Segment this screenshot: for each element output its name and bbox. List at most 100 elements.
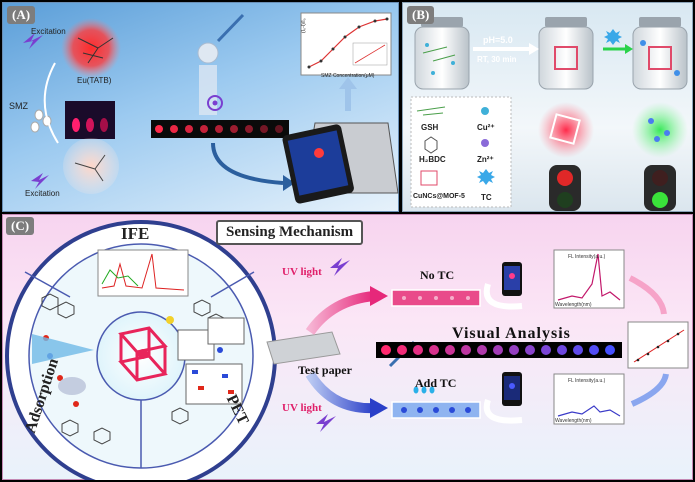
spectrum-x-label: Wavelength(nm): [555, 418, 592, 424]
lightning-icon: [31, 173, 49, 189]
flow-arrow: [211, 142, 284, 185]
excitation-label: Excitation: [25, 189, 60, 198]
visual-dot: [461, 345, 471, 355]
zn-ion-icon: [481, 139, 489, 147]
calibration-plot: [300, 12, 392, 76]
visual-analysis-label: Visual Analysis: [452, 325, 571, 342]
fluorescence-dot: [275, 125, 283, 133]
panel-b: (B) pH=5.0 RT, 30 min GSH Cu²⁺ H₂BDC Zn²…: [402, 2, 693, 212]
spectrum-add-tc: [553, 373, 625, 425]
plot-y-label: (I₀-I)/I₀: [301, 18, 307, 33]
legend-box: [410, 96, 512, 208]
panel-a: (A) Excitation Eu(TATB) SMZ Excitation S…: [2, 2, 399, 212]
tc-icon: [604, 29, 622, 45]
flow-arrow: [630, 373, 669, 407]
smartphone-icon: [502, 262, 522, 296]
visual-dot: [557, 345, 567, 355]
spectrum-no-tc: [553, 249, 625, 309]
flow-arrow: [483, 399, 523, 424]
visual-dot: [589, 345, 599, 355]
spectrum-y-label: FL Intensity(a.u.): [568, 378, 606, 384]
visual-dot: [397, 345, 407, 355]
pet-diagram: [185, 363, 243, 405]
fluorescence-dot: [170, 125, 178, 133]
light-beam: [199, 65, 217, 115]
droplet-icon: [30, 109, 52, 133]
reaction-bottle: [538, 17, 594, 90]
legend-h2bdc: H₂BDC: [419, 155, 446, 164]
lightning-icon: [330, 258, 350, 276]
mof-cube-icon: [118, 326, 168, 382]
visual-dot: [413, 345, 423, 355]
panel-c-graphics: [5, 220, 689, 480]
light-point-icon: [166, 316, 174, 324]
visual-dot: [573, 345, 583, 355]
plot-x-label: SMZ Concentration(μM): [321, 73, 375, 79]
mof-icon: [420, 170, 438, 186]
lightning-icon: [23, 33, 43, 49]
quenched-probe: [63, 138, 119, 194]
panel-a-graphics: [23, 12, 399, 204]
uv-label-bottom: UV light: [282, 402, 322, 414]
fluorescence-dot: [155, 125, 163, 133]
cu-ion-icon: [481, 107, 489, 115]
panel-tag: (A): [7, 6, 36, 24]
panel-title: Sensing Mechanism: [216, 220, 364, 245]
pipette-icon: [216, 13, 245, 43]
pet-diagram: [207, 317, 245, 345]
flow-arrow: [43, 62, 59, 144]
spectrum-y-label: FL Intensity(a.u.): [568, 254, 606, 260]
flow-arrow: [628, 275, 667, 315]
traffic-light-icon: [549, 165, 581, 211]
droplet-icon: [413, 386, 435, 394]
test-paper: [266, 331, 341, 365]
sample-drop: [197, 42, 219, 64]
probe-glow: [61, 18, 121, 78]
analyte-label: SMZ: [9, 101, 28, 111]
fluorescence-dot: [260, 125, 268, 133]
visual-dot: [493, 345, 503, 355]
visual-dot: [509, 345, 519, 355]
fluorescence-dot: [230, 125, 238, 133]
calibration-plot: [627, 321, 689, 369]
visual-dot: [445, 345, 455, 355]
fluorescence-dot: [200, 125, 208, 133]
visual-dot: [429, 345, 439, 355]
ring-label-ife: IFE: [121, 224, 150, 243]
flow-arrow: [483, 283, 523, 310]
reaction-bottle: [632, 17, 688, 90]
visual-dot: [477, 345, 487, 355]
probe-label: Eu(TATB): [77, 76, 112, 85]
flow-arrow: [305, 291, 375, 335]
fluorescence-dot: [215, 125, 223, 133]
visual-dot: [541, 345, 551, 355]
legend-gsh: GSH: [421, 123, 439, 132]
panel-b-graphics: [410, 17, 688, 211]
condition-ph: pH=5.0: [483, 35, 513, 45]
gsh-molecule-icon: [416, 106, 446, 116]
excitation-label: Excitation: [31, 27, 66, 36]
smartphone-icon: [502, 372, 522, 406]
condition-time: RT, 30 min: [477, 55, 517, 64]
traffic-light-icon: [644, 165, 676, 211]
spectrum-x-label: Wavelength(nm): [555, 302, 592, 308]
add-tc-label: Add TC: [415, 376, 457, 390]
h2bdc-molecule-icon: [424, 136, 438, 154]
panel-tag: (C): [6, 217, 35, 235]
fluorescence-dot: [185, 125, 193, 133]
uv-label-top: UV light: [282, 266, 322, 278]
fluorescence-dot: [245, 125, 253, 133]
legend-cu: Cu²⁺: [477, 123, 495, 132]
adsorption-icon: [32, 334, 94, 395]
quenched-molecule-icon: [74, 154, 106, 182]
test-paper-label: Test paper: [298, 363, 352, 377]
legend-zn: Zn²⁺: [477, 155, 494, 164]
no-tc-label: No TC: [420, 268, 455, 282]
visual-dot: [381, 345, 391, 355]
panel-tag: (B): [407, 6, 435, 24]
flow-arrow: [305, 371, 375, 414]
reaction-bottle: [414, 17, 470, 90]
uv-lamp-icon: [207, 95, 223, 111]
legend-tc: TC: [481, 193, 492, 202]
